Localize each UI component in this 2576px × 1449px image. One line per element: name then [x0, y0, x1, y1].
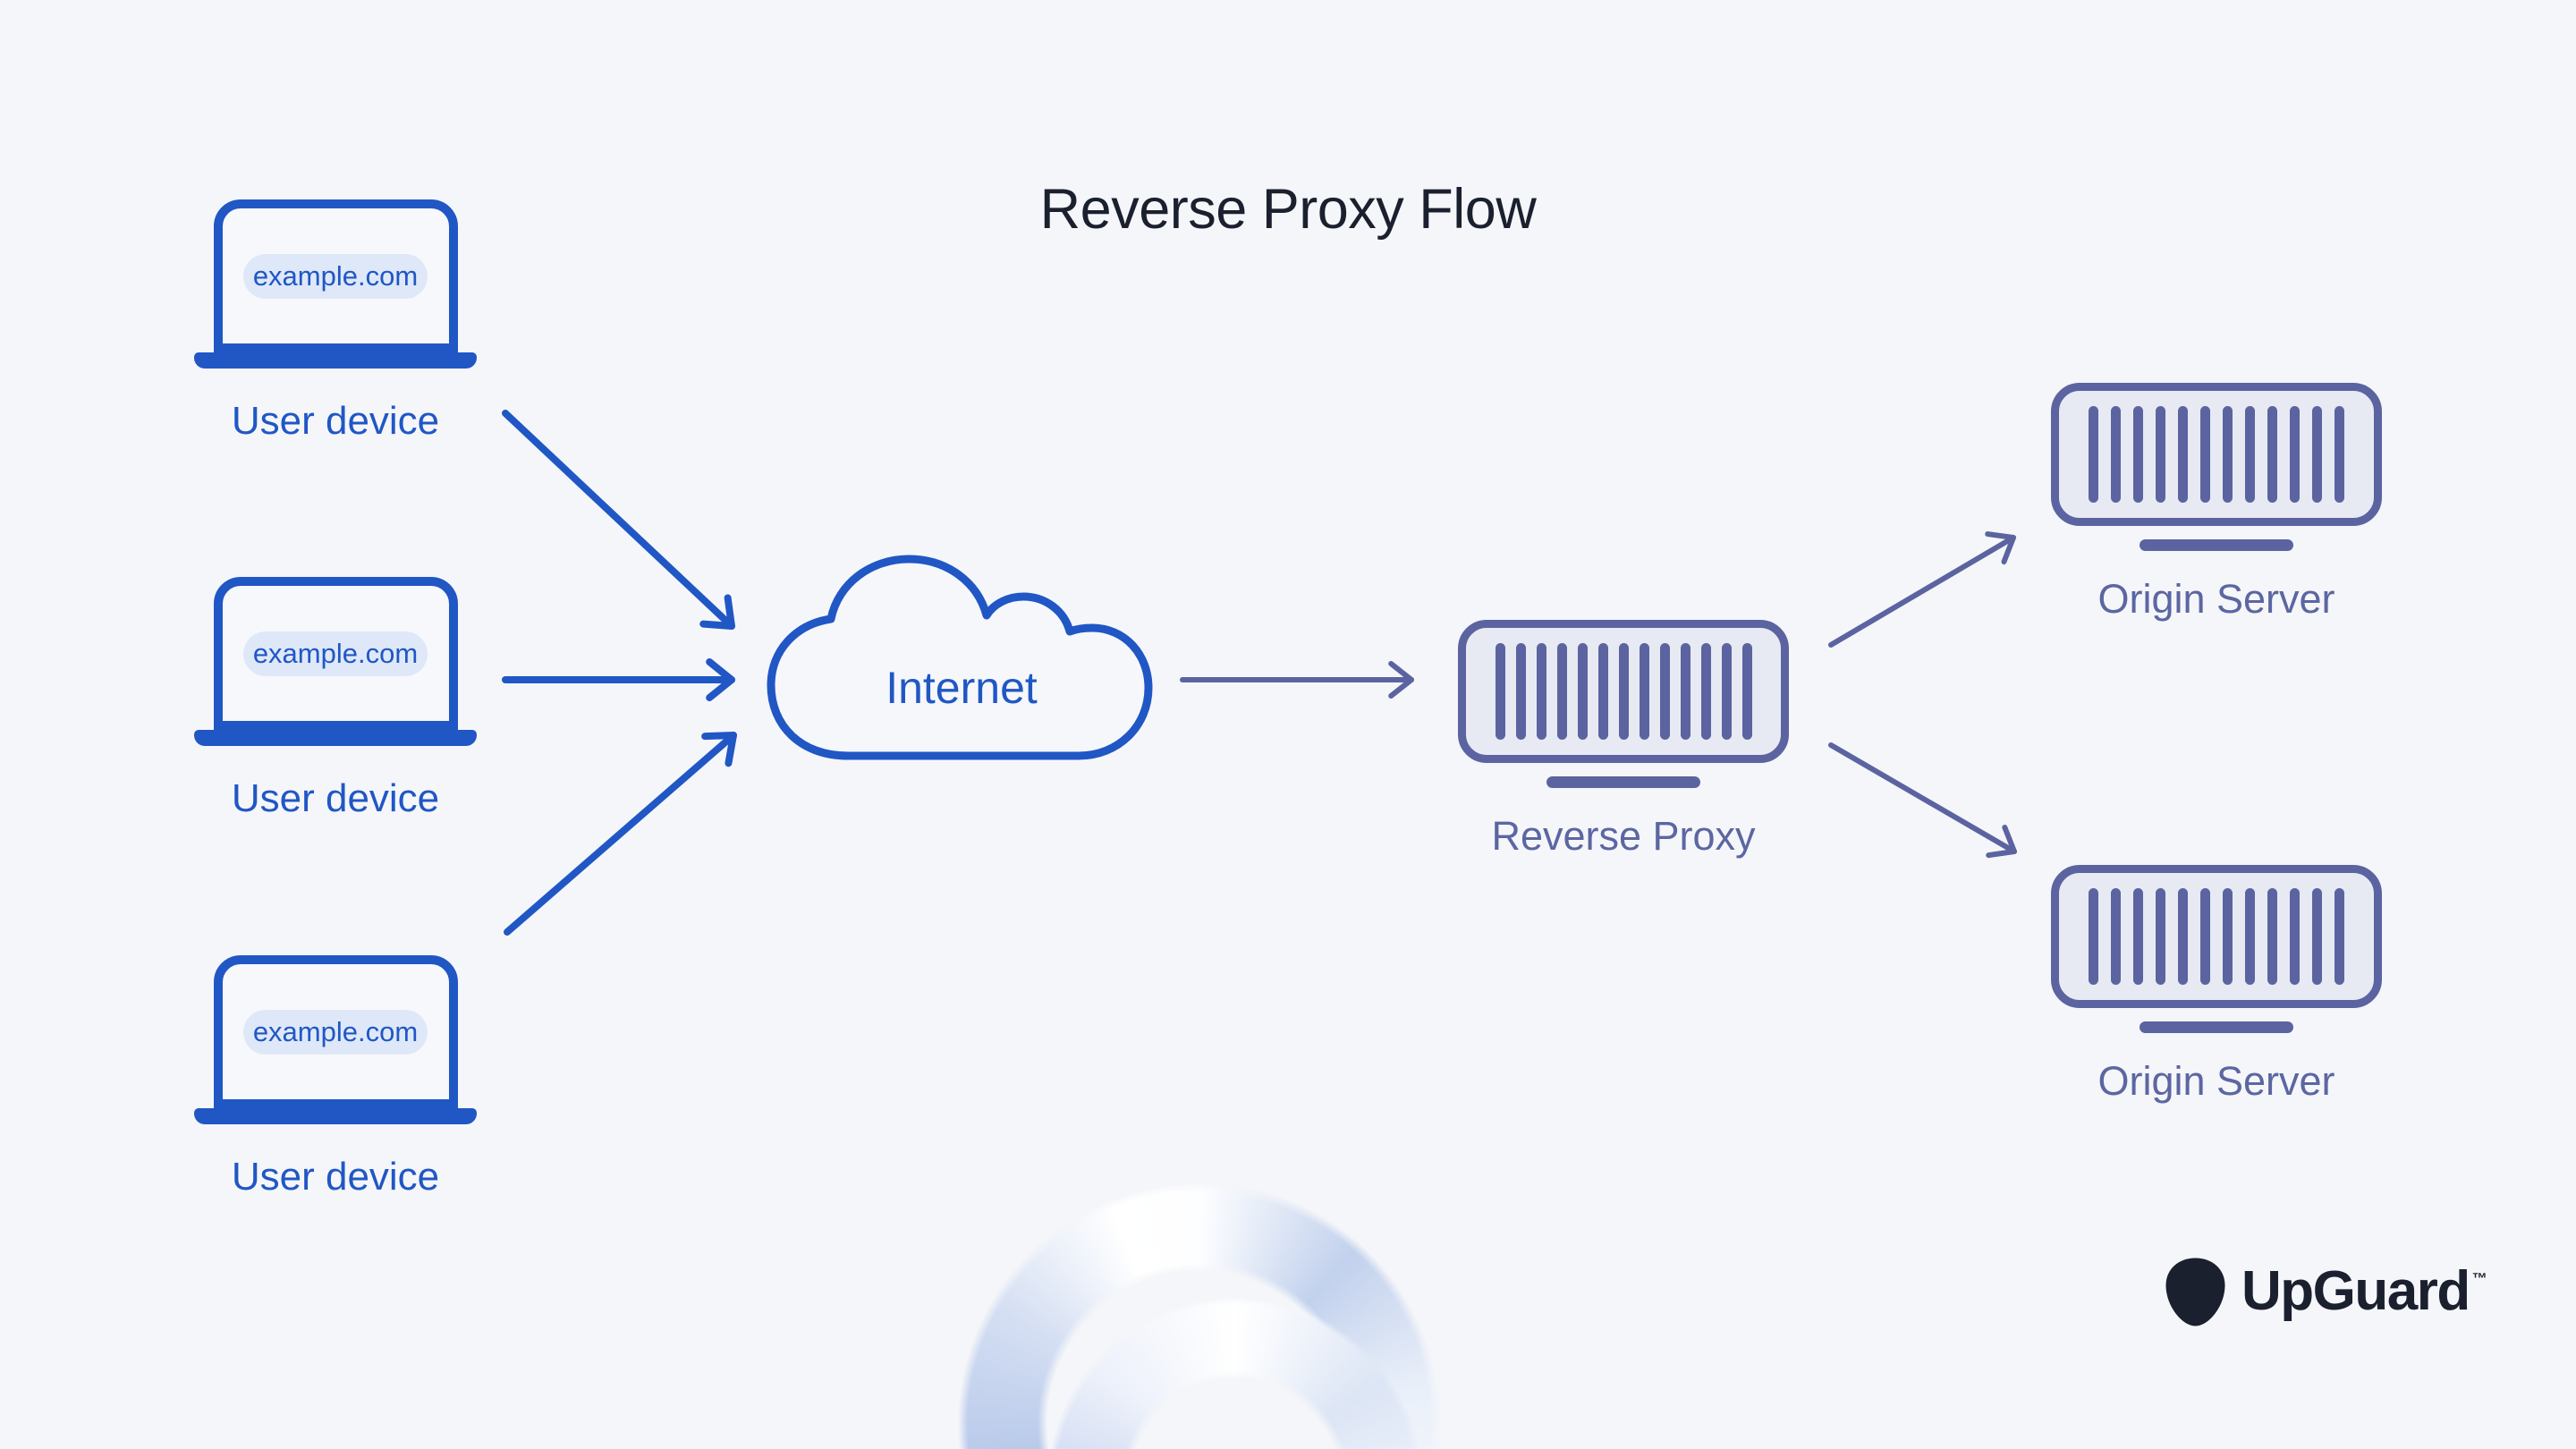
server-slat: [2089, 406, 2098, 503]
server-slat: [2312, 888, 2322, 985]
server-slat: [1515, 643, 1526, 740]
server-slat: [1741, 643, 1752, 740]
arrow-user3-to-internet: [504, 731, 738, 936]
server-slat: [1577, 643, 1588, 740]
node-label: User device: [231, 776, 440, 820]
node-origin-server-2: Origin Server: [2051, 865, 2382, 1105]
url-pill: example.com: [243, 253, 428, 299]
server-slat: [1556, 643, 1567, 740]
server-slat: [1700, 643, 1711, 740]
server-slat: [2290, 888, 2300, 985]
arrow-proxy-to-origin2: [1828, 742, 2017, 859]
server-stand: [2140, 539, 2293, 551]
node-label: Reverse Proxy: [1491, 813, 1756, 859]
url-pill: example.com: [243, 1009, 428, 1055]
node-label: Origin Server: [2097, 576, 2335, 622]
server-slat: [2133, 888, 2143, 985]
node-label-internet: Internet: [886, 663, 1038, 713]
server-slat: [2111, 406, 2121, 503]
server-slat: [2245, 888, 2255, 985]
laptop-base: [194, 1108, 477, 1124]
brand-logo: UpGuard ™: [2165, 1258, 2487, 1326]
server-slat: [2334, 406, 2344, 503]
server-slat: [2156, 888, 2165, 985]
server-slat: [2267, 888, 2277, 985]
server-slat: [1721, 643, 1732, 740]
laptop-icon: example.com: [213, 577, 458, 730]
server-slat: [2178, 406, 2188, 503]
laptop-icon: example.com: [213, 199, 458, 352]
server-slat: [2267, 406, 2277, 503]
server-slat: [2089, 888, 2098, 985]
arrow-proxy-to-origin1: [1828, 531, 2016, 648]
server-slat: [2178, 888, 2188, 985]
server-icon: [1458, 620, 1789, 763]
brand-wordmark: UpGuard: [2241, 1260, 2470, 1322]
node-origin-server-1: Origin Server: [2051, 383, 2382, 623]
server-slat: [2223, 406, 2233, 503]
node-label: User device: [231, 1155, 440, 1199]
node-label: Origin Server: [2097, 1058, 2335, 1104]
laptop-icon: example.com: [213, 955, 458, 1108]
upguard-pick-icon: [2165, 1258, 2225, 1326]
cloud-icon: [767, 555, 1153, 760]
url-pill: example.com: [243, 631, 428, 676]
server-icon: [2051, 383, 2382, 526]
server-slat: [1680, 643, 1690, 740]
server-stand: [1546, 776, 1700, 788]
laptop-base: [194, 730, 477, 746]
server-slat: [2334, 888, 2344, 985]
node-user-device-2: example.com User device: [194, 577, 477, 821]
trademark-symbol: ™: [2471, 1270, 2487, 1287]
laptop-base: [194, 352, 477, 369]
server-icon: [2051, 865, 2382, 1008]
server-slat: [2223, 888, 2233, 985]
node-label: User device: [231, 399, 440, 443]
server-stand: [2140, 1021, 2293, 1033]
server-slat: [2312, 406, 2322, 503]
server-slat: [2200, 406, 2210, 503]
server-slat: [2133, 406, 2143, 503]
node-reverse-proxy: Reverse Proxy: [1458, 620, 1789, 860]
server-slat: [1495, 643, 1505, 740]
server-slat: [2290, 406, 2300, 503]
server-slat: [2245, 406, 2255, 503]
server-slat: [1639, 643, 1649, 740]
server-slat: [1597, 643, 1608, 740]
node-user-device-1: example.com User device: [194, 199, 477, 444]
server-slat: [2156, 406, 2165, 503]
server-slat: [1536, 643, 1546, 740]
server-slat: [2111, 888, 2121, 985]
page-title: Reverse Proxy Flow: [1039, 178, 1537, 241]
server-slat: [2200, 888, 2210, 985]
arrow-user1-to-internet: [502, 410, 736, 631]
server-slat: [1659, 643, 1670, 740]
node-user-device-3: example.com User device: [194, 955, 477, 1199]
server-slat: [1618, 643, 1629, 740]
